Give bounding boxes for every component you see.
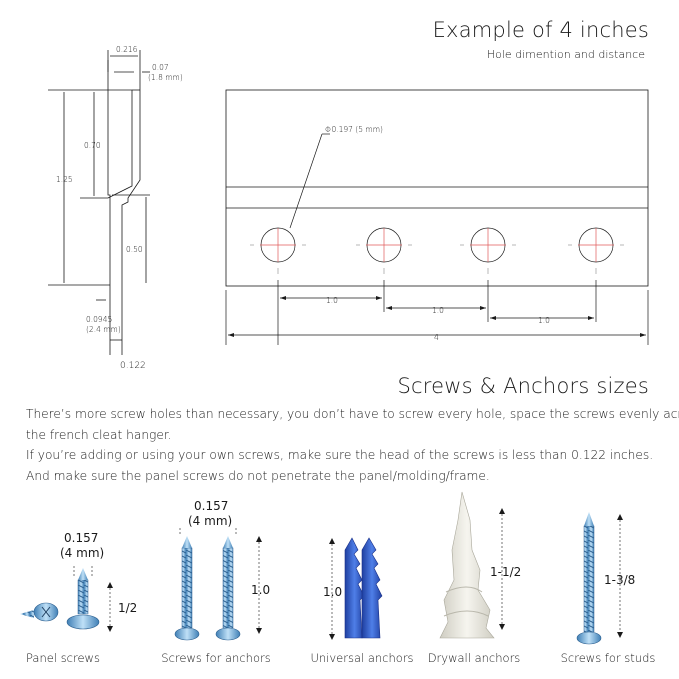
drywall-anchors	[439, 491, 505, 639]
dim-lip-mm: (2.4 mm)	[86, 325, 121, 334]
panel-screws	[20, 566, 113, 632]
cleat-profile	[107, 60, 141, 341]
hole-4	[578, 227, 614, 263]
hole-3	[470, 227, 506, 263]
stud-length-label: 1-3/8	[604, 573, 635, 587]
caption-panel-screws: Panel screws	[26, 651, 100, 665]
note-line-1: There’s more screw holes than necessary,…	[26, 407, 679, 421]
anchor-screw-dia-label: 0.157	[194, 499, 228, 513]
dim-lower-height: 0.50	[126, 245, 143, 254]
spacing-2-label: 1.0	[432, 306, 444, 315]
dim-thickness-mm: (1.8 mm)	[148, 73, 183, 82]
diagram-title: Example of 4 inches	[432, 18, 649, 42]
hardware-illustrations: 0.157 (4 mm) 1/2 0.157 (4 mm) 1.0 1.0 1-…	[20, 491, 635, 645]
hole-1	[260, 227, 296, 263]
hole-2	[366, 227, 402, 263]
anchor-screw-dia-mm-label: (4 mm)	[188, 514, 232, 528]
panel-screw-standing	[66, 568, 100, 630]
drywall-length-label: 1-1/2	[490, 565, 521, 579]
spacing-3-label: 1.0	[538, 316, 550, 325]
dim-thickness: 0.07	[152, 63, 169, 72]
mounting-holes	[260, 227, 614, 263]
caption-drywall-anchors: Drywall anchors	[427, 651, 521, 665]
universal-length-label: 1.0	[323, 585, 342, 599]
panel-dia-label: 0.157	[64, 531, 98, 545]
diagram-subtitle: Hole dimention and distance	[486, 48, 645, 61]
anchor-screws	[174, 528, 262, 641]
stud-screws	[576, 512, 623, 645]
hole-diameter-label: Φ0.197 (5 mm)	[325, 125, 383, 134]
dim-total-height: 1.25	[56, 175, 73, 184]
dim-upper-height: 0.70	[84, 141, 101, 150]
panel-length-label: 1/2	[118, 601, 137, 615]
spacing-1-label: 1.0	[326, 296, 338, 305]
anchor-screw-1	[174, 536, 200, 641]
dim-width-top: 0.216	[116, 45, 138, 54]
section-title: Screws & Anchors sizes	[397, 374, 649, 398]
total-length-label: 4	[434, 333, 439, 342]
caption-universal-anchors: Universal anchors	[310, 651, 414, 665]
caption-anchor-screws: Screws for anchors	[161, 651, 271, 665]
dim-bottom-width: 0.122	[120, 361, 146, 371]
note-line-3: If you’re adding or using your own screw…	[26, 448, 654, 462]
panel-dia-mm-label: (4 mm)	[60, 546, 104, 560]
dim-lip: 0.0945	[86, 315, 112, 324]
anchor-screw-2	[215, 536, 241, 641]
caption-stud-screws: Screws for studs	[560, 651, 656, 665]
note-line-4: And make sure the panel screws do not pe…	[26, 469, 490, 483]
universal-anchors	[329, 537, 383, 640]
note-line-2: the french cleat hanger.	[26, 428, 172, 442]
cleat-plate	[225, 89, 649, 287]
technical-drawing: 0.216 0.07 (1.8 mm) 0.70 1.25 0.50 0.094…	[48, 45, 649, 371]
panel-screw-lying	[20, 602, 59, 622]
anchor-screw-length-label: 1.0	[251, 583, 270, 597]
